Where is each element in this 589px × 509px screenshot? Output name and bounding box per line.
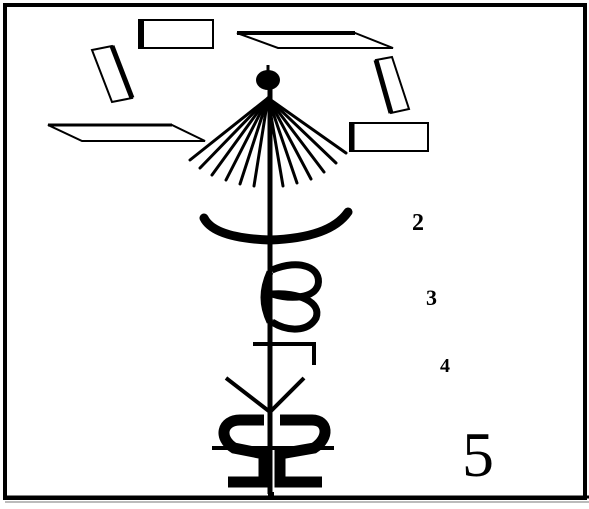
shape-rect-top xyxy=(139,20,213,48)
loop-symbol xyxy=(264,265,318,329)
step-symbol xyxy=(253,344,314,365)
shape-parallelogram-top-right xyxy=(237,33,393,48)
label-4: 4 xyxy=(440,355,450,377)
label-5: 5 xyxy=(462,419,494,490)
shape-parallelogram-left xyxy=(92,46,132,102)
top-knob xyxy=(256,65,280,90)
base-symbol xyxy=(212,420,334,482)
cup-arc xyxy=(204,212,348,240)
border xyxy=(5,5,589,502)
shape-parallelogram-lower-left xyxy=(48,125,205,141)
shape-parallelogram-right xyxy=(376,57,409,113)
floating-shapes xyxy=(48,20,428,151)
label-2: 2 xyxy=(412,210,424,236)
label-3: 3 xyxy=(426,285,437,310)
shape-rect-right xyxy=(350,123,428,151)
chevron-symbol xyxy=(226,378,304,412)
